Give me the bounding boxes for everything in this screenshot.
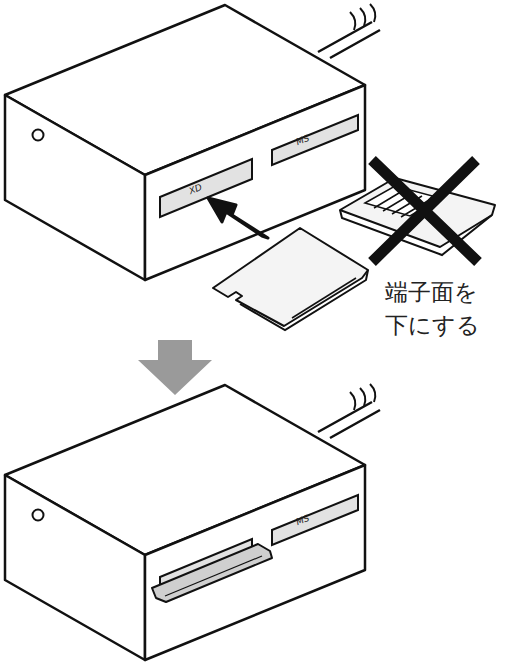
xd-card <box>213 228 368 330</box>
instruction-note: 端子面を 下にする <box>385 276 485 343</box>
wrong-card <box>340 160 495 262</box>
